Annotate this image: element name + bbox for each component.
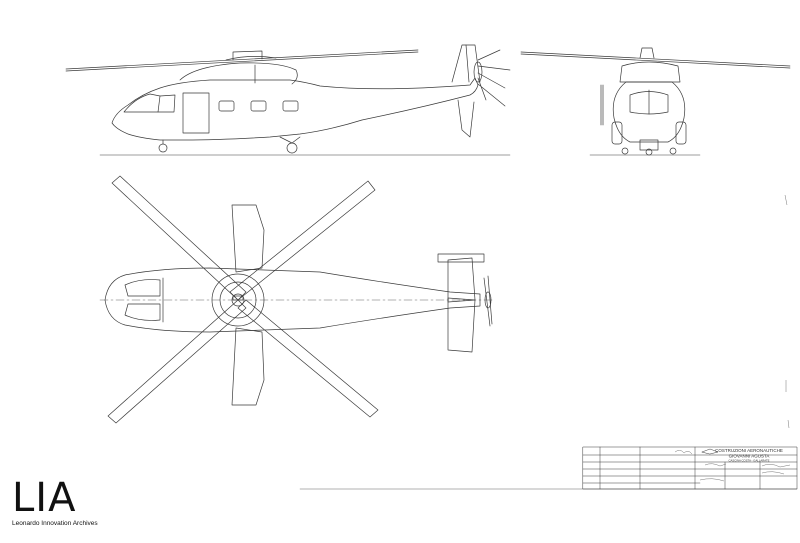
front-view: [520, 47, 791, 156]
archive-name: Leonardo Innovation Archives: [12, 520, 98, 527]
company-name-line3: CASCINA COSTA - GALLARATE: [728, 459, 769, 463]
title-block-text: COSTRUZIONI AERONAUTICHE GIOVANNI AGUSTA…: [715, 448, 783, 463]
lia-logo: LIA Leonardo Innovation Archives: [12, 478, 98, 527]
company-name-line2: GIOVANNI AGUSTA: [729, 454, 770, 459]
title-block: [299, 446, 798, 490]
logo-mark: LIA: [12, 475, 77, 521]
company-name-line1: COSTRUZIONI AERONAUTICHE: [715, 448, 783, 453]
side-view: [65, 44, 511, 156]
handwritten-annotations: [674, 194, 791, 482]
top-view: [99, 175, 496, 424]
